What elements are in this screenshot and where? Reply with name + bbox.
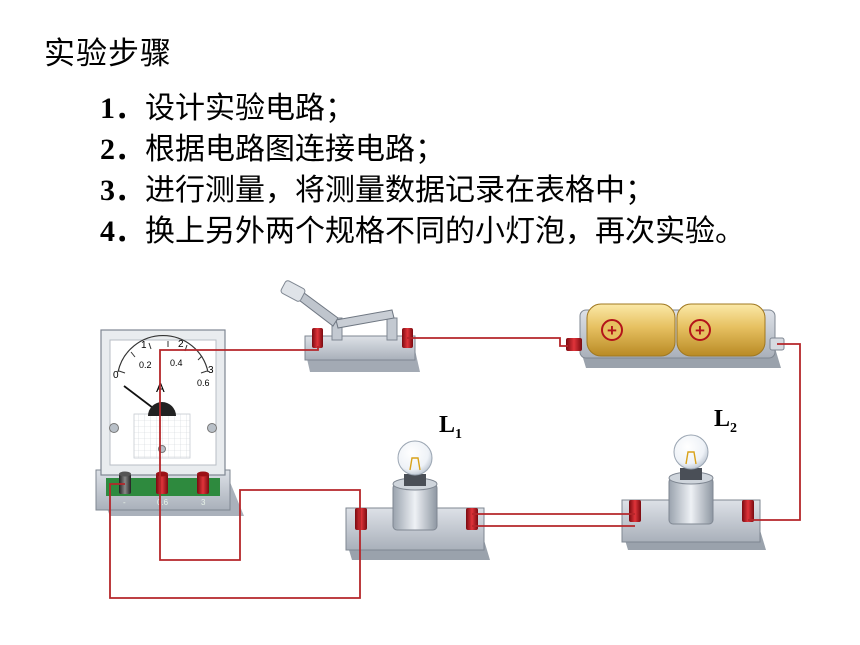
bulb-l2: L2 [621, 406, 766, 550]
needle-pivot [148, 402, 176, 416]
scale-label: 0.4 [170, 358, 183, 368]
filament [685, 451, 697, 465]
step-number: 3． [100, 174, 145, 207]
scale-label: 2 [178, 339, 184, 350]
knife-switch [280, 280, 420, 372]
terminal-negative [119, 471, 131, 494]
scale-label: 1 [141, 340, 147, 351]
step-text: 设计实验电路； [145, 91, 355, 126]
bulb-l1: L1 [345, 412, 490, 560]
terminal-label: 0.6 [157, 498, 169, 507]
battery-cell [676, 303, 766, 357]
bulb-label-l2: L2 [714, 406, 737, 436]
scale-label: 3 [208, 365, 214, 376]
scale-label: 0.6 [197, 378, 210, 388]
switch-terminal [312, 328, 323, 348]
battery-plus-symbol: + [607, 321, 617, 340]
battery-holder: + + [566, 303, 785, 368]
screw [109, 423, 119, 433]
step-number: 4． [100, 215, 145, 248]
step-number: 2． [100, 133, 145, 166]
scale-label: 0.2 [139, 360, 152, 370]
step-text: 根据电路图连接电路； [145, 132, 445, 167]
terminal-0-6 [156, 471, 168, 494]
bulb-terminal [355, 508, 367, 530]
step-number: 1． [100, 92, 145, 125]
step-item: 2．根据电路图连接电路； [100, 129, 745, 170]
wire-ammeter-loop [109, 346, 361, 599]
step-text: 换上另外两个规格不同的小灯泡，再次实验。 [145, 214, 745, 249]
step-item: 4．换上另外两个规格不同的小灯泡，再次实验。 [100, 211, 745, 252]
steps-list: 1．设计实验电路； 2．根据电路图连接电路； 3．进行测量，将测量数据记录在表格… [100, 88, 745, 252]
page-heading: 实验步骤 [44, 36, 172, 72]
switch-blade [335, 309, 395, 329]
filament [409, 457, 421, 471]
step-text: 进行测量，将测量数据记录在表格中； [145, 173, 655, 208]
screw [207, 423, 217, 433]
battery-terminal-positive [566, 338, 582, 351]
wire-battery-l2 [748, 343, 801, 521]
step-item: 1．设计实验电路； [100, 88, 745, 129]
terminal-3 [197, 471, 209, 494]
bulb-terminal [629, 500, 641, 522]
bulb-label-l1: L1 [439, 412, 462, 442]
step-item: 3．进行测量，将测量数据记录在表格中； [100, 170, 745, 211]
terminal-label: 3 [201, 498, 206, 507]
scale-label: 0 [113, 370, 119, 381]
wire-switch-battery [407, 337, 568, 347]
switch-handle [280, 280, 306, 302]
terminal-label: - [123, 498, 126, 507]
ammeter: 0 1 2 3 0.2 0.4 0.6 A - 0.6 3 [95, 329, 244, 516]
wires [109, 337, 801, 599]
battery-cell [586, 303, 676, 357]
bulb-terminal [742, 500, 754, 522]
battery-plus-symbol: + [695, 321, 705, 340]
